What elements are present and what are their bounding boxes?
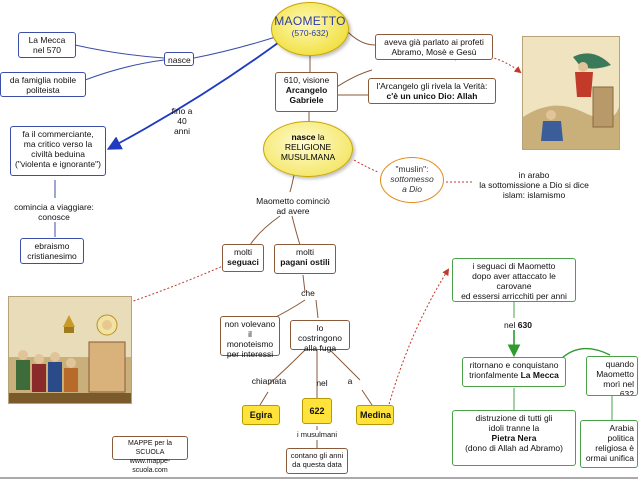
- node-flee: lo costringono alla fuga: [290, 320, 350, 353]
- credit-box: MAPPE per la SCUOLA www.mappe-scuola.com: [112, 436, 188, 474]
- vision-bold: Arcangelo Gabriele: [285, 85, 328, 105]
- node-arabic: in arabo la sottomissione a Dio si dice …: [479, 170, 589, 200]
- node-che: che: [301, 288, 315, 298]
- title-dates: (570-632): [291, 28, 329, 38]
- node-egira: Egira: [242, 405, 280, 425]
- return-pre: ritornano e conquistano trionfalmente: [469, 360, 559, 380]
- node-return: ritornano e conquistano trionfalmente La…: [462, 357, 566, 387]
- vision-pre: 610, visione: [283, 75, 330, 85]
- label-chiamata: chiamata: [251, 376, 287, 386]
- title-oval: MAOMETTO (570-632): [271, 2, 349, 56]
- node-vision: 610, visione Arcangelo Gabriele: [275, 72, 338, 112]
- credit-line-1: MAPPE per la SCUOLA: [128, 440, 172, 456]
- return-bold: La Mecca: [520, 370, 559, 380]
- node-merchant: fa il commerciante, ma critico verso la …: [10, 126, 106, 176]
- miniature-image-right: [522, 36, 620, 150]
- few-bold: seguaci: [227, 257, 259, 267]
- muslin-meaning: sottomesso a Dio: [390, 174, 434, 194]
- reveal-bold: c'è un unico Dio: Allah: [386, 91, 478, 101]
- death-pre: quando Maometto: [596, 359, 634, 379]
- pagans-pre: molti: [296, 247, 314, 257]
- node-followers-few: molti seguaci: [222, 244, 264, 272]
- node-death: quando Maometto morì nel 632: [586, 356, 638, 396]
- node-reveal: l'Arcangelo gli rivela la Verità: c'è un…: [368, 78, 496, 104]
- religion-bold: nasce: [291, 132, 316, 142]
- node-medina: Medina: [356, 405, 394, 425]
- node-refuse: non volevano il monoteismo per interessi: [220, 316, 280, 359]
- label-muslims: i musulmani: [296, 430, 337, 439]
- reveal-pre: l'Arcangelo gli rivela la Verità:: [376, 81, 488, 91]
- death-post: morì nel 632: [603, 379, 634, 396]
- religion-rest: la RELIGIONE MUSULMANA: [280, 132, 336, 162]
- node-followers-630: i seguaci di Maometto dopo aver attaccat…: [452, 258, 576, 302]
- nel630-bold: 630: [517, 320, 532, 330]
- node-family: da famiglia nobile politeista: [0, 72, 86, 97]
- node-religions: ebraismo cristianesimo: [20, 238, 84, 264]
- node-travel: comincia a viaggiare: conosce: [14, 202, 94, 222]
- node-arabia: Arabia politica religiosa è ormai unific…: [580, 420, 638, 468]
- node-622: 622: [302, 398, 332, 424]
- node-nasce: nasce: [164, 52, 194, 66]
- religion-oval: nasce la RELIGIONE MUSULMANA: [263, 121, 353, 177]
- label-a: a: [347, 376, 353, 386]
- node-began: Maometto cominciò ad avere: [256, 196, 330, 216]
- node-nel-630: nel 630: [498, 318, 538, 332]
- title-name: MAOMETTO: [274, 14, 346, 28]
- destroy-post: (dono di Allah ad Abramo): [465, 443, 563, 453]
- node-fino-40: fino a 40 anni: [171, 106, 193, 136]
- pagans-bold: pagani ostili: [280, 257, 330, 267]
- muslin-oval: "muslin": sottomesso a Dio: [380, 157, 444, 203]
- node-destroy: distruzione di tutti gli idoli tranne la…: [452, 410, 576, 466]
- few-pre: molti: [234, 247, 252, 257]
- muslin-quote: "muslin":: [395, 164, 429, 174]
- destroy-bold: Pietra Nera: [491, 433, 537, 443]
- miniature-image-left: [8, 296, 132, 404]
- node-count: contano gli anni da questa data: [286, 448, 348, 474]
- node-prophets: aveva già parlato ai profeti Abramo, Mos…: [375, 34, 493, 60]
- destroy-pre: distruzione di tutti gli idoli tranne la: [475, 413, 553, 433]
- node-la-mecca: La Mecca nel 570: [18, 32, 76, 58]
- nel630-pre: nel: [504, 320, 516, 330]
- node-pagans: molti pagani ostili: [274, 244, 336, 274]
- credit-line-2: www.mappe-scuola.com: [129, 458, 171, 474]
- label-nel: nel: [316, 378, 328, 388]
